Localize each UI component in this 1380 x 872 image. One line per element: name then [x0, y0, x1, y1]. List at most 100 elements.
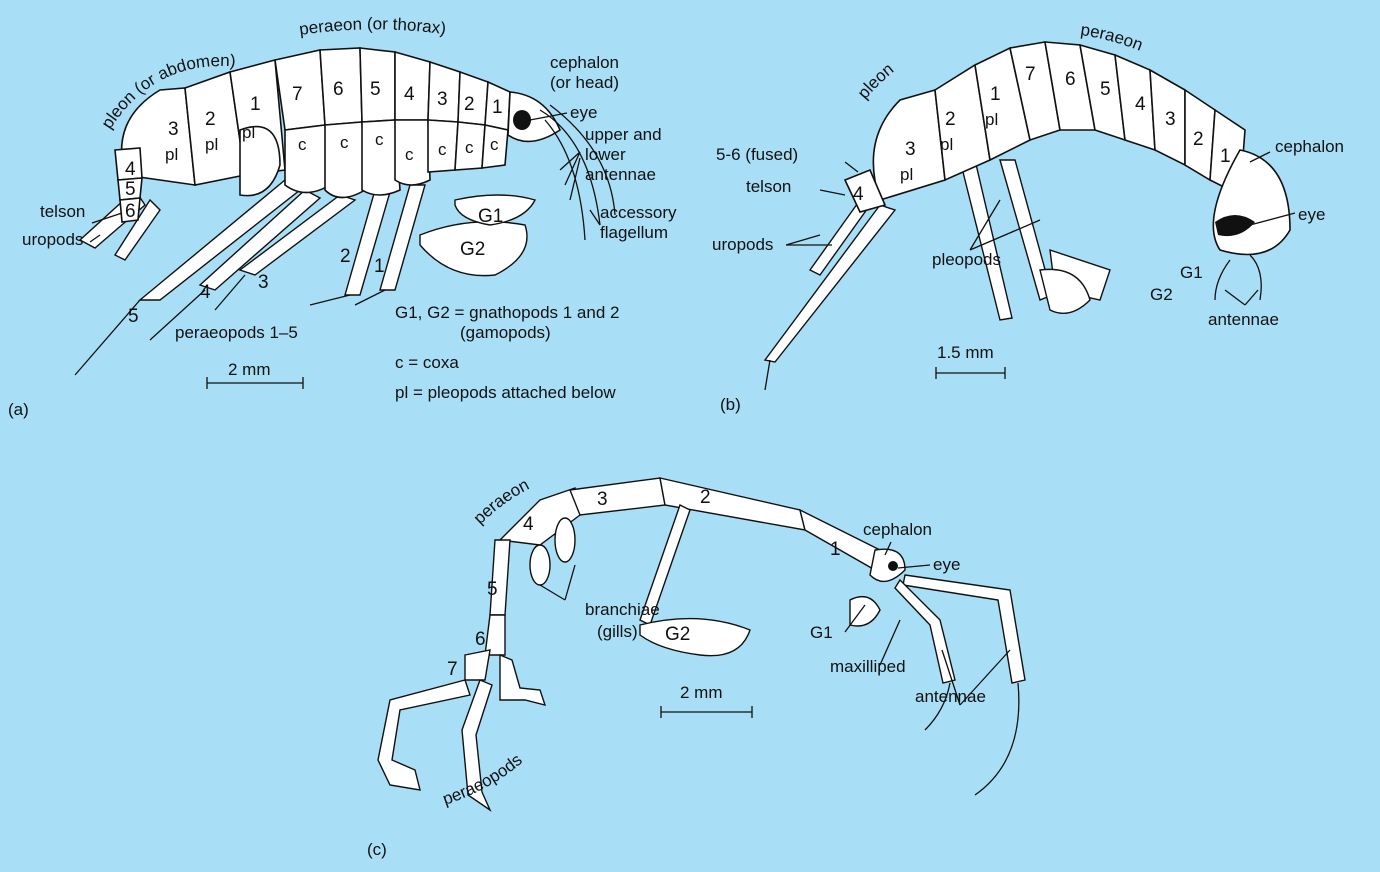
antennae-pointer-b: [1225, 290, 1258, 305]
scale-label-c: 2 mm: [680, 683, 723, 702]
peraeon-c-5: [490, 540, 510, 615]
branchia-c-2: [555, 518, 575, 562]
g1-label-c: G1: [810, 623, 833, 642]
peraeon-c-num-6: 6: [475, 629, 486, 650]
scale-label-b: 1.5 mm: [937, 343, 994, 362]
peraeon-b-num-2: 2: [1193, 129, 1204, 150]
pleon-num-1: 1: [250, 94, 261, 115]
pleon-num-6: 6: [125, 201, 136, 222]
peraeon-num-2: 2: [464, 94, 475, 115]
eye-a: [513, 110, 531, 130]
branchiae-label-c-1: branchiae: [585, 600, 660, 619]
cephalon-c: [870, 549, 905, 581]
pleopod-b-1: [960, 160, 1012, 320]
peraeon-label-a: peraeon (or thorax): [298, 14, 447, 39]
pleon-b-num-2: 2: [945, 109, 956, 130]
peraeon-num-6: 6: [333, 79, 344, 100]
leg-num-4: 4: [200, 282, 211, 303]
uropods-pointer-b: [786, 235, 832, 245]
legend-g-a: G1, G2 = gnathopods 1 and 2: [395, 303, 619, 322]
lower-antenna-a: [545, 120, 585, 240]
peraeon-b-num-1: 1: [1220, 146, 1231, 167]
gnathopod-2-c: [640, 619, 750, 656]
peraeon-num-4: 4: [404, 84, 415, 105]
telson-label-a: telson: [40, 202, 85, 221]
antennae-label-a-1: upper and: [585, 125, 662, 144]
peraeon-b-num-3: 3: [1165, 109, 1176, 130]
accessory-label-a-1: accessory: [600, 203, 677, 222]
peraeon-c-7: [465, 650, 490, 680]
cephalon-label-c: cephalon: [863, 520, 932, 539]
antennae-label-b: antennae: [1208, 310, 1279, 329]
g2-label-b: G2: [1150, 285, 1173, 304]
pleon-num-3: 3: [168, 119, 179, 140]
pleopods-label-b: pleopods: [932, 250, 1001, 269]
long-leg-b-tip: [765, 360, 770, 390]
coxa-label-6: c: [340, 133, 349, 152]
g1-label-b: G1: [1180, 263, 1203, 282]
panel-tag-b: (b): [720, 395, 741, 414]
peraeon-c-num-4: 4: [523, 514, 534, 535]
peraeopod-c-left: [378, 680, 470, 790]
peraeon-b-num-6: 6: [1065, 69, 1076, 90]
uropods-label-b: uropods: [712, 235, 773, 254]
antennae-label-c: antennae: [915, 687, 986, 706]
panel-tag-c: (c): [367, 840, 387, 859]
pleon-pl-3: pl: [165, 145, 178, 164]
peraeon-b-num-5: 5: [1100, 79, 1111, 100]
scale-label-a: 2 mm: [228, 360, 271, 379]
long-leg-b: [765, 205, 895, 362]
uropods-label-a: uropods: [22, 230, 83, 249]
leg-num-5: 5: [128, 306, 139, 327]
cephalon-alt-label-a: (or head): [550, 73, 619, 92]
eye-c: [888, 561, 898, 571]
cephalon-label-a: cephalon: [550, 53, 619, 72]
panel-a: 3 2 1 pl pl pl 7 6 5 4 3 2 1 4 5 6 c c c…: [8, 14, 677, 419]
eye-label-c: eye: [933, 555, 960, 574]
scale-bar-b: [936, 367, 1005, 379]
antennae-b-lines: [1215, 255, 1261, 300]
g2-label-a: G2: [460, 239, 485, 260]
peraeopod-c-right: [500, 655, 545, 705]
pleon-b-num-3: 3: [905, 139, 916, 160]
peraeon-c-num-2: 2: [700, 487, 711, 508]
coxa-label-5: c: [375, 130, 384, 149]
peraeon-c-3: [570, 478, 665, 515]
coxa-7: [285, 125, 330, 193]
leg-num-2: 2: [340, 246, 351, 267]
telson-label-b: telson: [746, 177, 791, 196]
peraeon-c-num-7: 7: [447, 659, 458, 680]
antenna-c-upper: [903, 575, 1025, 683]
peraeon-c-num-5: 5: [487, 579, 498, 600]
leg-num-1: 1: [374, 256, 385, 277]
peraeon-b-num-7: 7: [1025, 64, 1036, 85]
accessory-label-a-2: flagellum: [600, 223, 668, 242]
antennae-pointer-a: [560, 152, 580, 200]
panel-b: 3 2 1 pl pl pl 4 7 6 5 4 3 2 1 pleon per…: [712, 20, 1344, 414]
pleon-num-4: 4: [125, 159, 136, 180]
fused-pointer-b: [845, 162, 858, 172]
panel-c: 1 2 3 4 5 6 7 peraeon peraeopods cephalo…: [367, 475, 1025, 859]
coxa-label-1: c: [490, 135, 499, 154]
g2-label-c: G2: [665, 624, 690, 645]
telson-pointer-b: [820, 190, 845, 195]
pleon-num-5: 5: [125, 179, 136, 200]
panel-tag-a: (a): [8, 400, 29, 419]
pleon-pl-1: pl: [242, 123, 255, 142]
pleon-b-pl-2: pl: [940, 135, 953, 154]
branchia-c-1: [530, 545, 550, 585]
peraeon-c-6: [485, 615, 505, 655]
pleon-num-2: 2: [205, 109, 216, 130]
peraeopods-label-a: peraeopods 1–5: [175, 323, 298, 342]
cephalon-label-b: cephalon: [1275, 137, 1344, 156]
gnathopod-1-c: [850, 597, 880, 626]
coxa-label-3: c: [438, 140, 447, 159]
coxa-label-7: c: [298, 135, 307, 154]
peraeon-c-num-3: 3: [597, 489, 608, 510]
g1-label-a: G1: [478, 206, 503, 227]
pleon-pl-2: pl: [205, 135, 218, 154]
peraeon-num-5: 5: [370, 79, 381, 100]
maxilliped-label-c: maxilliped: [830, 657, 906, 676]
